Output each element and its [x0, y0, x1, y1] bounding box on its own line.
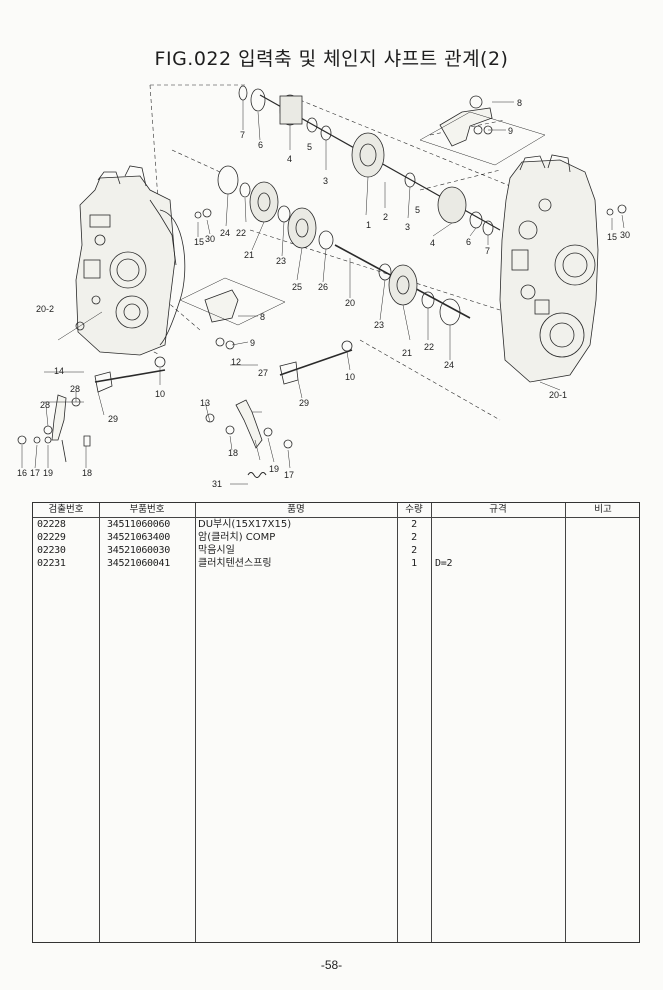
callout-label: 5 [415, 205, 420, 215]
table-row: 02231 34521060041 클러치텐션스프링 1 D=2 [33, 558, 639, 570]
callout-label: 22 [424, 342, 434, 352]
callout-label: 25 [292, 282, 302, 292]
ref-no: 02229 [37, 532, 66, 543]
callout-label: 9 [508, 126, 513, 136]
callout-label: 8 [260, 312, 265, 322]
callout-label: 21 [402, 348, 412, 358]
part-name: DU부시(15X17X15) [198, 519, 292, 530]
table-row: 02228 34511060060 DU부시(15X17X15) 2 [33, 519, 639, 531]
callout-label: 20-2 [36, 304, 54, 314]
callout-label: 7 [485, 246, 490, 256]
part-no: 34521060041 [107, 558, 170, 569]
callout-label: 10 [345, 372, 355, 382]
callout-label: 8 [517, 98, 522, 108]
callout-label: 23 [276, 256, 286, 266]
callout-label: 23 [374, 320, 384, 330]
header-spec: 규격 [489, 504, 507, 515]
column-divider [195, 503, 196, 942]
callout-label: 5 [307, 142, 312, 152]
part-name: 클러치텐션스프링 [198, 558, 272, 569]
column-divider [397, 503, 398, 942]
callout-label: 20 [345, 298, 355, 308]
callout-label: 21 [244, 250, 254, 260]
quantity: 2 [411, 519, 417, 530]
callout-label: 3 [405, 222, 410, 232]
callout-label: 3 [323, 176, 328, 186]
spec: D=2 [435, 558, 453, 569]
header-ref-no: 검출번호 [48, 504, 84, 515]
part-no: 34521060030 [107, 545, 170, 556]
column-divider [99, 503, 100, 942]
callout-label: 14 [54, 366, 64, 376]
column-divider [431, 503, 432, 942]
callout-label: 6 [466, 237, 471, 247]
callout-label: 17 [30, 468, 40, 478]
callout-label: 17 [284, 470, 294, 480]
callout-label: 10 [155, 389, 165, 399]
callout-label: 1 [366, 220, 371, 230]
callout-label: 18 [82, 468, 92, 478]
callout-label: 9 [250, 338, 255, 348]
quantity: 2 [411, 545, 417, 556]
callout-label: 22 [236, 228, 246, 238]
callout-label: 26 [318, 282, 328, 292]
part-name: 암(클러치) COMP [198, 532, 276, 543]
parts-table: 검출번호 부품번호 품명 수량 규격 비고 02228 34511060060 … [32, 502, 640, 943]
figure-title: FIG.022 입력축 및 체인지 샤프트 관계(2) [154, 48, 509, 70]
part-no: 34521063400 [107, 532, 170, 543]
callout-label: 20-1 [549, 390, 567, 400]
callout-label: 13 [200, 398, 210, 408]
table-header: 검출번호 부품번호 품명 수량 규격 비고 [33, 503, 639, 518]
callout-label: 24 [220, 228, 230, 238]
callout-label: 28 [70, 384, 80, 394]
callout-label: 30 [205, 234, 215, 244]
callout-label: 18 [228, 448, 238, 458]
part-name: 막음시일 [198, 545, 235, 556]
header-part-name: 품명 [287, 504, 305, 515]
page-number: -58- [320, 958, 343, 972]
callout-label: 4 [287, 154, 292, 164]
callout-label: 15 [607, 232, 617, 242]
ref-no: 02230 [37, 545, 66, 556]
part-no: 34511060060 [107, 519, 170, 530]
callout-label: 29 [108, 414, 118, 424]
ref-no: 02228 [37, 519, 66, 530]
quantity: 1 [411, 558, 417, 569]
callout-label: 4 [430, 238, 435, 248]
header-quantity: 수량 [405, 504, 423, 515]
header-part-no: 부품번호 [129, 504, 165, 515]
exploded-parts-diagram: 1 2 3 3 4 4 5 5 6 6 7 7 8 8 9 9 10 10 12… [17, 84, 630, 489]
ref-no: 02231 [37, 558, 66, 569]
callout-label: 29 [299, 398, 309, 408]
callout-label: 31 [212, 479, 222, 489]
column-divider [565, 503, 566, 942]
table-row: 02229 34521063400 암(클러치) COMP 2 [33, 532, 639, 544]
callout-label: 24 [444, 360, 454, 370]
callout-label: 2 [383, 212, 388, 222]
quantity: 2 [411, 532, 417, 543]
callout-label: 7 [240, 130, 245, 140]
callout-label: 12 [231, 357, 241, 367]
table-row: 02230 34521060030 막음시일 2 [33, 545, 639, 557]
callout-label: 28 [40, 400, 50, 410]
header-note: 비고 [594, 504, 612, 515]
callout-label: 30 [620, 230, 630, 240]
callout-label: 19 [43, 468, 53, 478]
callout-label: 27 [258, 368, 268, 378]
callout-label: 15 [194, 237, 204, 247]
callout-label: 16 [17, 468, 27, 478]
callout-label: 6 [258, 140, 263, 150]
callout-label: 19 [269, 464, 279, 474]
